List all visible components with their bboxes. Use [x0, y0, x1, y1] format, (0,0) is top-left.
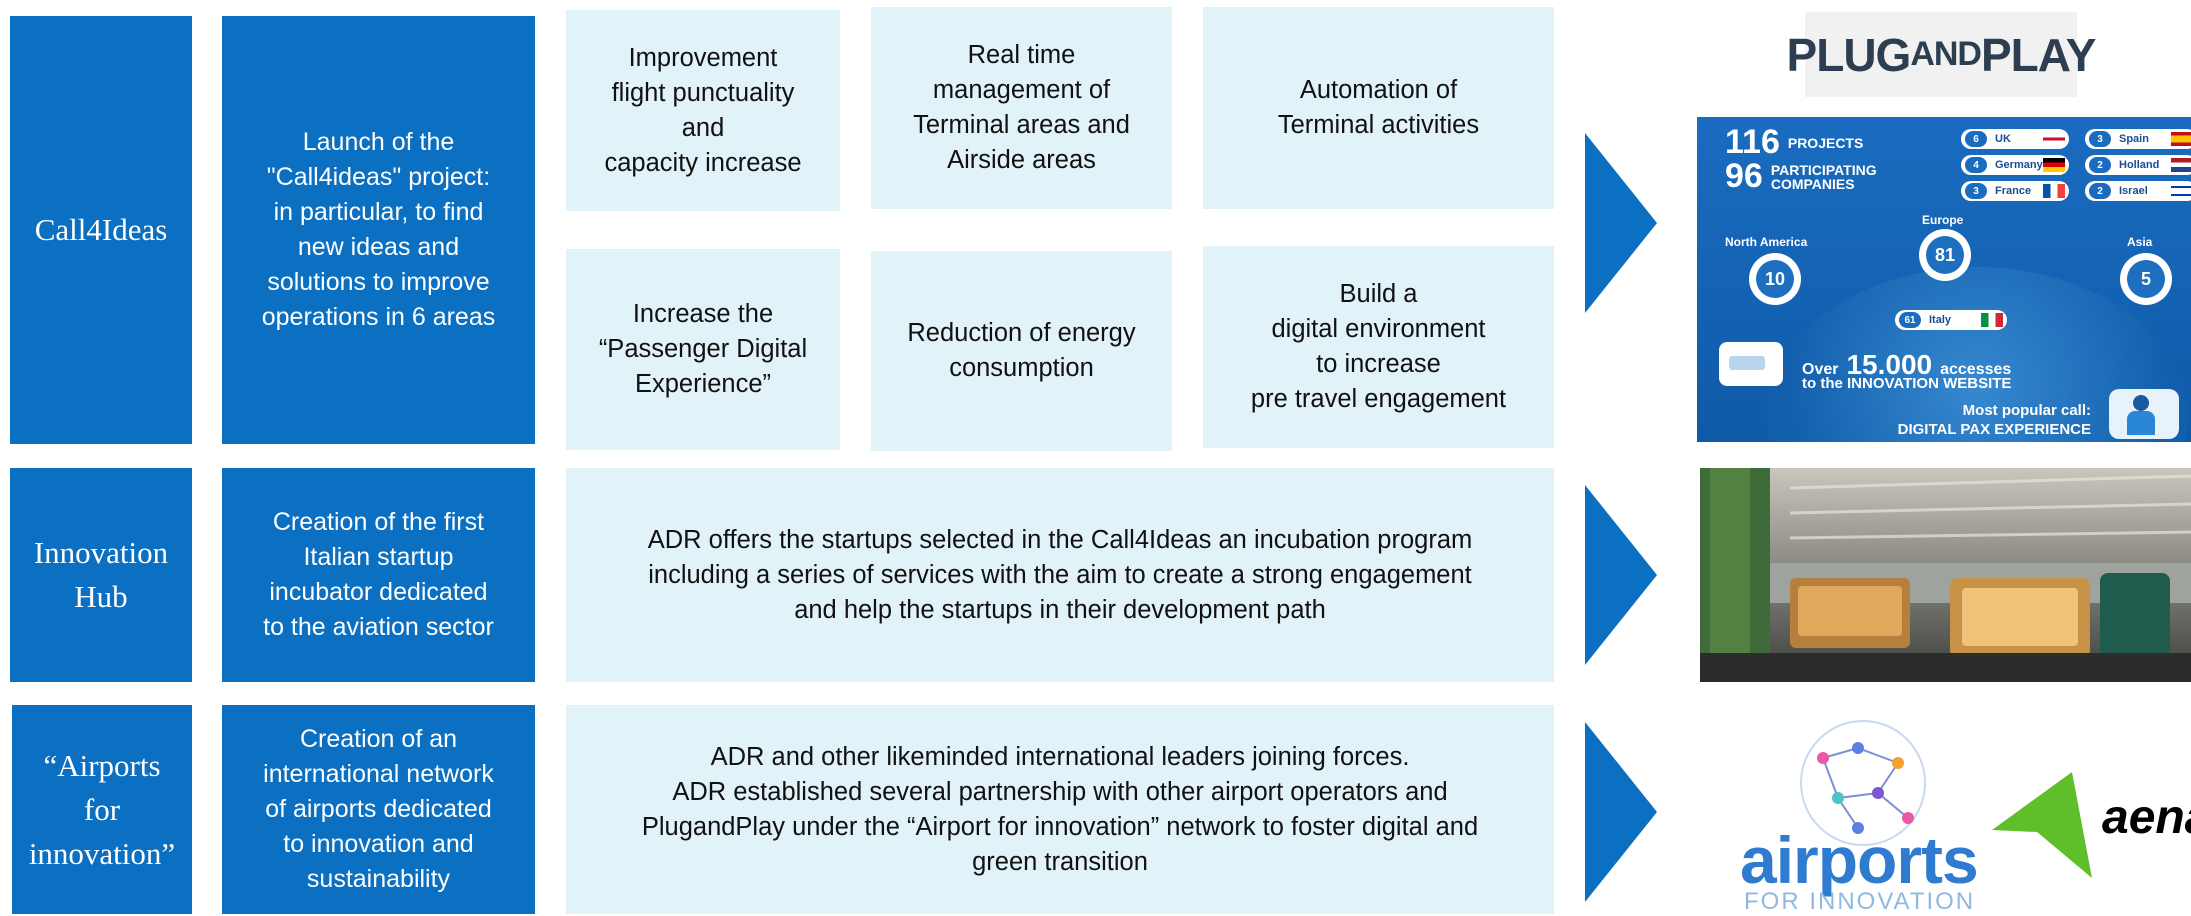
- aena-mark-icon: [1992, 772, 2092, 878]
- aena-logo: aena: [1992, 770, 2191, 880]
- region-north-america-label: North America: [1725, 235, 1808, 249]
- airports-for-innovation-logo: airports FOR INNOVATION: [1738, 718, 1988, 915]
- israel-flag-icon: [2171, 184, 2191, 198]
- region-asia-label: Asia: [2127, 235, 2153, 249]
- area-realtime-management: Real time management of Terminal areas a…: [871, 7, 1172, 209]
- network-globe-icon: [1800, 720, 1926, 846]
- call4ideas-title: Call4Ideas: [10, 16, 192, 444]
- area-punctuality: Improvement flight punctuality and capac…: [566, 10, 840, 211]
- pin-asia: 5: [2120, 253, 2172, 305]
- airports-wordmark: airports: [1740, 823, 1979, 897]
- accesses-prefix: Over: [1802, 361, 1839, 378]
- innovation-hub-title: Innovation Hub: [10, 468, 192, 682]
- area-automation: Automation of Terminal activities: [1203, 7, 1554, 209]
- popular-call-value: DIGITAL PAX EXPERIENCE: [1897, 421, 2091, 438]
- companies-count: 96: [1725, 157, 1763, 195]
- popular-call-label: Most popular call:: [1962, 402, 2091, 419]
- innovation-hub-photo: [1700, 468, 2191, 682]
- companies-label-2: COMPANIES: [1770, 175, 1855, 192]
- call4ideas-infographic: 116 PROJECTS 96 PARTICIPATING COMPANIES …: [1697, 117, 2191, 442]
- arrow-row2: [1585, 485, 1657, 665]
- innovation-hub-description: Creation of the first Italian startup in…: [222, 468, 535, 682]
- area-passenger-digital-experience: Increase the “Passenger Digital Experien…: [566, 249, 840, 450]
- uk-flag-icon: [2043, 132, 2065, 146]
- region-europe-label: Europe: [1922, 213, 1964, 227]
- pin-north-america: 10: [1749, 253, 1801, 305]
- accesses-count: 15.000: [1846, 349, 1933, 380]
- arrow-row1: [1585, 133, 1657, 313]
- person-illustration-icon: [2109, 389, 2179, 439]
- aena-wordmark: aena: [2102, 791, 2191, 844]
- germany-flag-icon: [2043, 158, 2065, 172]
- airports-for-innovation-title: “Airports for innovation”: [12, 705, 192, 914]
- accesses-line2: to the INNOVATION WEBSITE: [1802, 375, 2012, 392]
- spain-flag-icon: [2171, 132, 2191, 146]
- projects-label: PROJECTS: [1787, 134, 1864, 151]
- holland-flag-icon: [2171, 158, 2191, 172]
- italy-flag-icon: [1981, 313, 2003, 327]
- france-flag-icon: [2043, 184, 2065, 198]
- projects-count: 116: [1725, 123, 1780, 161]
- airports-subtitle: FOR INNOVATION: [1744, 888, 1976, 915]
- call4ideas-description: Launch of the "Call4ideas" project: in p…: [222, 16, 535, 444]
- airports-for-innovation-description: Creation of an international network of …: [222, 705, 535, 914]
- arrow-row3: [1585, 722, 1657, 902]
- innovation-hub-detail: ADR offers the startups selected in the …: [566, 468, 1554, 682]
- website-card-icon: [1719, 342, 1783, 386]
- companies-label-1: PARTICIPATING: [1770, 161, 1877, 178]
- area-energy-reduction: Reduction of energy consumption: [871, 251, 1172, 451]
- accesses-suffix: accesses: [1940, 361, 2012, 378]
- airports-for-innovation-detail: ADR and other likeminded international l…: [566, 705, 1554, 914]
- pin-europe: 81: [1919, 229, 1971, 281]
- area-digital-environment: Build a digital environment to increase …: [1203, 246, 1554, 448]
